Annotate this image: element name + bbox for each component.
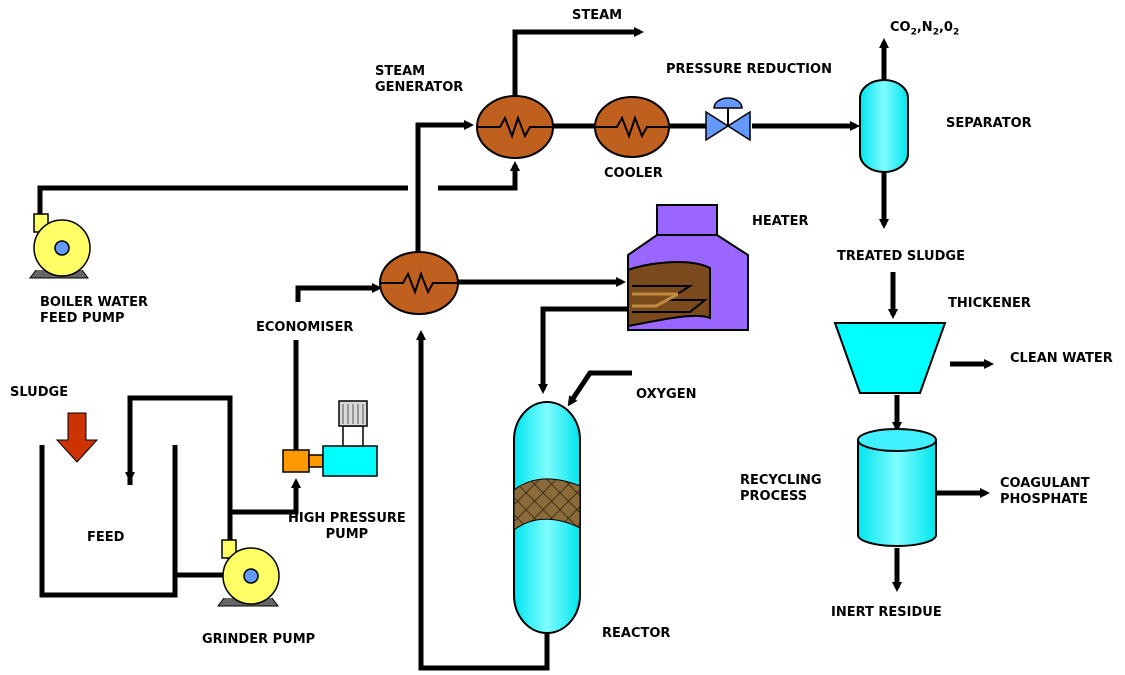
feed-label: FEED	[87, 530, 125, 545]
separator-label: SEPARATOR	[946, 116, 1032, 131]
cooler-label: COOLER	[604, 166, 663, 181]
boiler-water-feed-pump-label: BOILER WATER FEED PUMP	[40, 295, 149, 326]
grinder-to-hp-pump-line	[230, 478, 301, 515]
heater-unit	[627, 204, 749, 331]
sludge-inlet-arrow	[55, 412, 99, 463]
economiser-to-steam-generator-line	[415, 120, 474, 262]
economiser-inlet-line	[295, 283, 382, 302]
heater-to-reactor-line	[538, 306, 628, 394]
steam-generator-label: STEAM GENERATOR	[375, 64, 464, 95]
economiser-exchanger	[379, 251, 459, 315]
oxygen-line	[567, 370, 632, 407]
grinder-pump	[217, 539, 280, 607]
steam-generator-exchanger	[476, 95, 554, 159]
steam-line	[512, 27, 644, 100]
treated-sludge-label: TREATED SLUDGE	[837, 249, 965, 264]
thickener-label: THICKENER	[948, 296, 1031, 311]
high-pressure-pump	[282, 400, 378, 477]
coagulant-phosphate-label: COAGULANT PHOSPHATE	[1000, 476, 1090, 507]
boiler-pump-impeller	[54, 240, 70, 256]
feed-tank	[39, 445, 178, 598]
process-lines	[37, 27, 994, 671]
heater-label: HEATER	[752, 214, 809, 229]
gas-outlet-label: CO2,N2,02	[890, 20, 960, 38]
cooler-exchanger	[594, 96, 670, 158]
boiler-water-feed-pump	[29, 213, 91, 279]
thickener-vessel	[833, 322, 947, 394]
pressure-reduction-label: PRESSURE REDUCTION	[666, 62, 832, 77]
steam-label: STEAM	[572, 8, 623, 23]
recycling-process-label: RECYCLING PROCESS	[740, 473, 822, 504]
separator-vessel	[859, 79, 909, 173]
recycling-vessel	[857, 428, 937, 547]
reactor-label: REACTOR	[602, 626, 671, 641]
clean-water-label: CLEAN WATER	[1010, 351, 1113, 366]
reactor-return-line	[416, 330, 550, 671]
boiler-water-to-generator-line	[438, 161, 520, 191]
economiser-label: ECONOMISER	[256, 320, 354, 335]
reactor-packing	[513, 478, 581, 532]
sludge-label: SLUDGE	[10, 385, 69, 400]
pressure-reduction-valve	[705, 97, 751, 142]
tank-recirculation-line	[127, 395, 233, 575]
oxygen-label: OXYGEN	[636, 387, 697, 402]
grinder-pump-label: GRINDER PUMP	[202, 632, 316, 647]
reactor-vessel	[513, 401, 581, 634]
boiler-water-line	[37, 185, 408, 217]
high-pressure-pump-label: HIGH PRESSURE PUMP	[288, 511, 406, 542]
grinder-pump-impeller	[243, 568, 259, 584]
inert-residue-label: INERT RESIDUE	[831, 605, 942, 620]
